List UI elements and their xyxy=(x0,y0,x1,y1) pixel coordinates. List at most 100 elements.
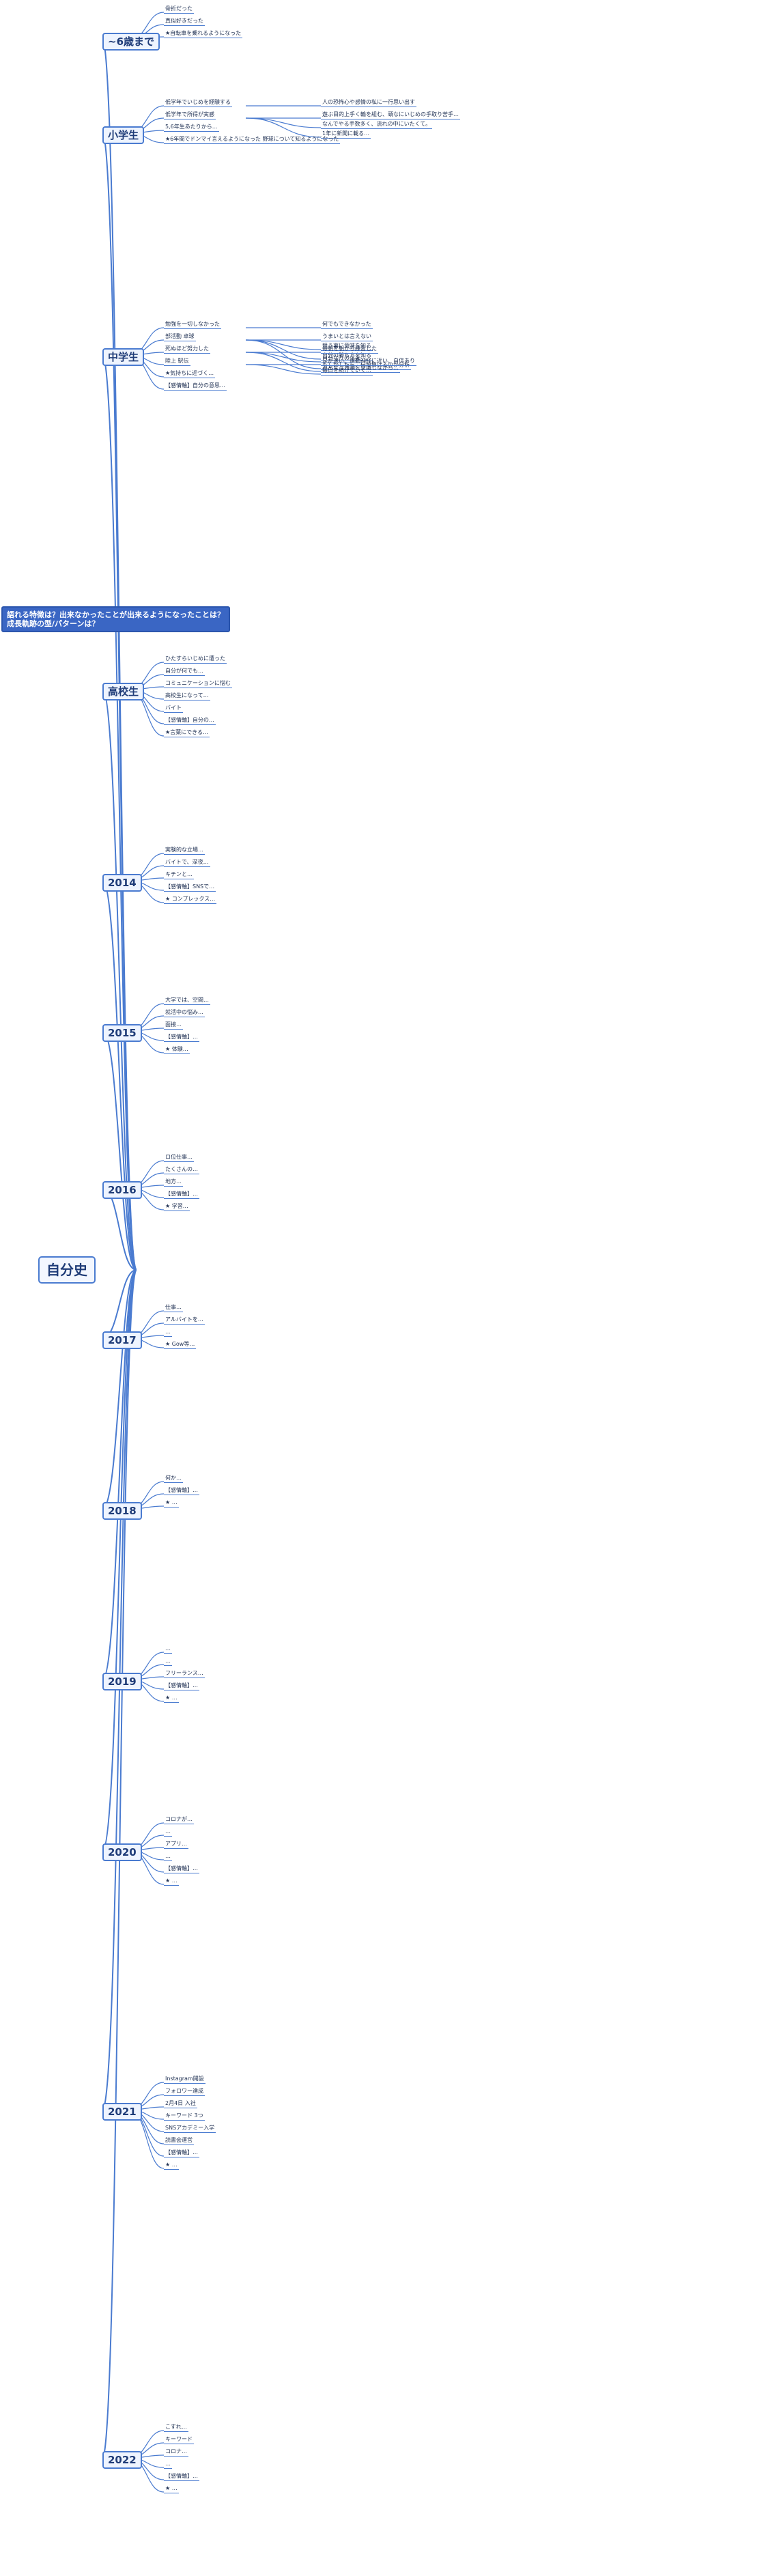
connector-line xyxy=(245,352,322,363)
branch-11-item-6[interactable]: 【感情軸】… xyxy=(164,2149,199,2157)
branch-4-item-2[interactable]: キチンと… xyxy=(164,871,194,879)
branch-2-item-5[interactable]: 【感情軸】自分の意思… xyxy=(164,382,227,391)
branch-12-item-0[interactable]: こすれ… xyxy=(164,2424,188,2432)
branch-8[interactable]: 2018 xyxy=(102,1502,142,1520)
branch-7-item-3[interactable]: ★ Gow等… xyxy=(164,1341,197,1349)
branch-5-item-3[interactable]: 【感情軸】… xyxy=(164,1034,199,1042)
branch-11-item-3[interactable]: キーワード 3つ xyxy=(164,2112,205,2121)
branch-2-item-4[interactable]: ★気持ちに近づく… xyxy=(164,370,216,378)
root-question[interactable]: 語れる特徴は？出来なかったことが出来るようになったことは？ 成長軌跡の型/パター… xyxy=(1,606,230,632)
branch-9-item-4[interactable]: ★ … xyxy=(164,1695,179,1703)
branch-8-item-0[interactable]: 何か… xyxy=(164,1475,183,1483)
branch-2[interactable]: 中学生 xyxy=(102,348,145,366)
branch-9-item-0[interactable]: … xyxy=(164,1645,172,1654)
branch-10-item-3[interactable]: … xyxy=(164,1853,172,1861)
branch-9-item-1[interactable]: … xyxy=(164,1658,172,1666)
branch-5-item-1[interactable]: 就活中の悩み… xyxy=(164,1009,205,1017)
branch-6-item-2[interactable]: 地方… xyxy=(164,1178,183,1187)
branch-2-item-1-sub-2[interactable]: 自分の勝ち方を知る xyxy=(321,352,373,360)
branch-2-item-0-sub-0[interactable]: 何でもできなかった xyxy=(321,321,373,329)
branch-1-item-0[interactable]: 低学年でいじめを経験する xyxy=(164,99,232,107)
branch-3-item-1[interactable]: 自分が何でも… xyxy=(164,668,205,676)
branch-2-item-1-sub-1[interactable]: 競う事に意味を知る xyxy=(321,343,373,351)
branch-11[interactable]: 2021 xyxy=(102,2103,142,2121)
branch-12[interactable]: 2022 xyxy=(102,2451,142,2469)
branch-6-item-0[interactable]: ロ位仕事… xyxy=(164,1154,194,1162)
branch-5-item-4[interactable]: ★ 体験… xyxy=(164,1046,190,1054)
branch-1-item-1-sub-1[interactable]: なんでやる手数多く、流れの中にいたくて。 xyxy=(321,121,433,129)
branch-3-item-5[interactable]: 【感情軸】自分の… xyxy=(164,717,216,725)
branch-4[interactable]: 2014 xyxy=(102,874,142,892)
branch-2-item-1-sub-0[interactable]: うまいとは言えない xyxy=(321,333,373,341)
branch-11-item-4[interactable]: SNSアカデミー入学 xyxy=(164,2125,216,2133)
branch-0-item-2[interactable]: ★自転車を乗れるようになった xyxy=(164,30,243,38)
branch-1-item-1[interactable]: 低学年で所得が実感 xyxy=(164,111,216,119)
branch-9-item-3[interactable]: 【感情軸】… xyxy=(164,1682,199,1690)
branch-6-item-3[interactable]: 【感情軸】… xyxy=(164,1191,199,1199)
branch-8-item-2[interactable]: ★ … xyxy=(164,1499,179,1508)
branch-6-item-1[interactable]: たくさんの… xyxy=(164,1166,199,1174)
branch-7-item-2[interactable]: … xyxy=(164,1329,172,1337)
branch-10[interactable]: 2020 xyxy=(102,1843,142,1861)
branch-1-item-1-sub-2[interactable]: 1年に新聞に載る… xyxy=(321,130,371,139)
branch-2-item-2-sub-1[interactable]: 自分なりの工夫 xyxy=(321,355,362,363)
branch-12-item-3[interactable]: … xyxy=(164,2461,172,2469)
branch-6[interactable]: 2016 xyxy=(102,1181,142,1199)
branch-10-item-2[interactable]: アプリ… xyxy=(164,1841,188,1849)
branch-5-item-2[interactable]: 面接… xyxy=(164,1021,183,1030)
branch-11-item-0[interactable]: Instagram開設 xyxy=(164,2076,205,2084)
branch-1-item-1-sub-0[interactable]: 遊ぶ目的上手く輪を組む、頑なにいじめの手取り苦手… xyxy=(321,111,460,119)
root-node[interactable]: 自分史 xyxy=(38,1256,96,1284)
branch-4-item-3[interactable]: 【感情軸】SNSで… xyxy=(164,883,216,892)
branch-3-item-4[interactable]: バイト xyxy=(164,705,183,713)
branch-2-item-3[interactable]: 陸上 駅伝 xyxy=(164,358,190,366)
branch-2-item-2-sub-2[interactable]: みんなで周囲を意識しながら… xyxy=(321,365,400,373)
branch-12-item-1[interactable]: キーワード xyxy=(164,2436,194,2444)
branch-5[interactable]: 2015 xyxy=(102,1024,142,1042)
branch-11-item-1[interactable]: フォロワー達成 xyxy=(164,2088,205,2096)
branch-1-item-0-sub-0[interactable]: 人の恐怖心や感情の私に一行思い出す xyxy=(321,99,416,107)
branch-4-item-1[interactable]: バイトで、深夜… xyxy=(164,859,210,867)
branch-2-item-2-sub-0[interactable]: 毎朝を朝から練習した xyxy=(321,345,378,354)
connector-line xyxy=(102,1269,137,1851)
branch-9-item-2[interactable]: フリーランス… xyxy=(164,1670,205,1678)
branch-0-item-0[interactable]: 骨折だった xyxy=(164,5,194,14)
branch-7-item-0[interactable]: 仕事… xyxy=(164,1304,183,1312)
branch-3-item-3[interactable]: 高校生になって… xyxy=(164,692,210,700)
branch-2-item-1[interactable]: 部活動 卓球 xyxy=(164,333,196,341)
branch-3-item-0[interactable]: ひたすらいじめに遭った xyxy=(164,655,227,664)
branch-5-item-0[interactable]: 大学では、空間… xyxy=(164,997,210,1005)
branch-10-item-4[interactable]: 【感情軸】… xyxy=(164,1865,199,1873)
branch-2-item-3-sub-0[interactable]: 足が速い、運動神経に近い、自信あり xyxy=(321,358,416,366)
branch-8-item-1[interactable]: 【感情軸】… xyxy=(164,1487,199,1495)
branch-2-item-1-sub-3[interactable]: もしかしたら、何故負けるのか分析 xyxy=(321,362,411,370)
branch-12-item-2[interactable]: コロナ… xyxy=(164,2448,188,2457)
branch-4-item-0[interactable]: 実験的な立場… xyxy=(164,847,205,855)
branch-1[interactable]: 小学生 xyxy=(102,126,145,144)
branch-3-item-2[interactable]: コミュニケーションに悩む xyxy=(164,680,232,688)
branch-2-item-2[interactable]: 死ぬほど努力した xyxy=(164,345,210,354)
branch-4-item-4[interactable]: ★ コンプレックス… xyxy=(164,896,217,904)
branch-11-item-5[interactable]: 読書会運営 xyxy=(164,2137,194,2145)
branch-1-item-2[interactable]: 5,6年生あたりから… xyxy=(164,124,219,132)
branch-9[interactable]: 2019 xyxy=(102,1673,142,1690)
branch-1-item-3[interactable]: ★6年間でドンマイ言えるようになった 野球について知るようになった xyxy=(164,136,341,144)
branch-3[interactable]: 高校生 xyxy=(102,683,145,700)
branch-12-item-5[interactable]: ★ … xyxy=(164,2485,179,2493)
branch-10-item-5[interactable]: ★ … xyxy=(164,1878,179,1886)
branch-0[interactable]: ~6歳まで xyxy=(102,33,160,51)
branch-12-item-4[interactable]: 【感情軸】… xyxy=(164,2473,199,2481)
branch-11-item-2[interactable]: 2月4日 入社 xyxy=(164,2100,197,2108)
branch-10-item-0[interactable]: コロナが… xyxy=(164,1816,194,1824)
branch-7-item-1[interactable]: アルバイトを… xyxy=(164,1316,205,1325)
branch-3-item-6[interactable]: ★言葉にできる… xyxy=(164,729,210,737)
branch-0-item-1[interactable]: 真似好きだった xyxy=(164,18,205,26)
branch-6-item-4[interactable]: ★ 学習… xyxy=(164,1203,190,1211)
branch-10-item-1[interactable]: … xyxy=(164,1828,172,1837)
branch-7[interactable]: 2017 xyxy=(102,1331,142,1349)
branch-11-item-7[interactable]: ★ … xyxy=(164,2162,179,2170)
branch-2-item-3-sub-1[interactable]: 毎日を続けていく… xyxy=(321,367,373,376)
branch-2-item-0[interactable]: 勉強を一切しなかった xyxy=(164,321,221,329)
